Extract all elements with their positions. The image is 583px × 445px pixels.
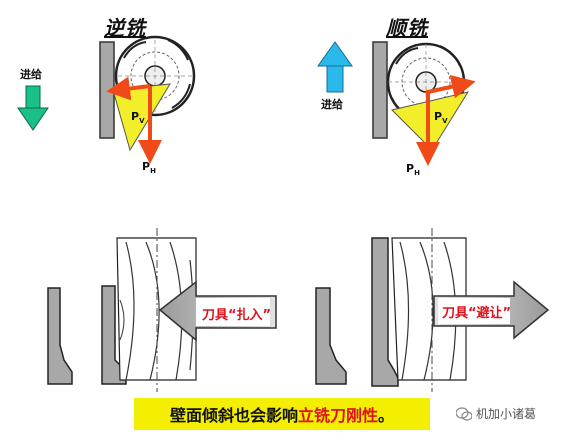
feed-down-arrow-icon xyxy=(17,85,49,131)
callout-avoid: 刀具“避让” xyxy=(442,306,512,321)
force-arrow-pv-right xyxy=(427,74,476,99)
title-down-milling: 顺铣 xyxy=(386,16,428,40)
force-arrow-pv-left xyxy=(106,76,151,101)
watermark-text: 机加小诸葛 xyxy=(476,407,537,421)
feed-label-right: 进给 xyxy=(321,98,343,111)
wall-profile-right-b xyxy=(371,237,399,387)
banner-highlight: 立铣刀刚性 xyxy=(297,406,378,425)
right-bottom-group xyxy=(315,228,550,392)
force-label-pv-left: PV xyxy=(131,110,145,126)
left-bottom-group xyxy=(47,228,277,392)
banner-text-1: 壁面倾斜也会影响 xyxy=(169,406,298,425)
workpiece-wall-left-top xyxy=(99,41,115,139)
watermark: 机加小诸葛 xyxy=(456,405,536,422)
feed-label-left: 进给 xyxy=(20,68,42,81)
feed-up-arrow-icon xyxy=(317,41,353,93)
wall-profile-left-a xyxy=(47,287,73,385)
wechat-icon xyxy=(456,406,472,421)
title-up-milling: 逆铣 xyxy=(104,16,146,40)
workpiece-wall-right-top xyxy=(372,41,388,139)
left-top-group xyxy=(17,35,196,164)
force-label-pv-right: PV xyxy=(434,110,448,126)
right-top-group xyxy=(317,41,476,166)
force-label-ph-right: PH xyxy=(406,162,420,178)
endmill-left xyxy=(116,228,197,392)
wall-profile-right-a xyxy=(315,287,347,385)
banner-text-3: 。 xyxy=(378,406,395,425)
conclusion-banner: 壁面倾斜也会影响立铣刀刚性。 xyxy=(134,398,430,430)
force-label-ph-left: PH xyxy=(142,160,156,176)
callout-push-in: 刀具“扎入” xyxy=(202,308,272,323)
